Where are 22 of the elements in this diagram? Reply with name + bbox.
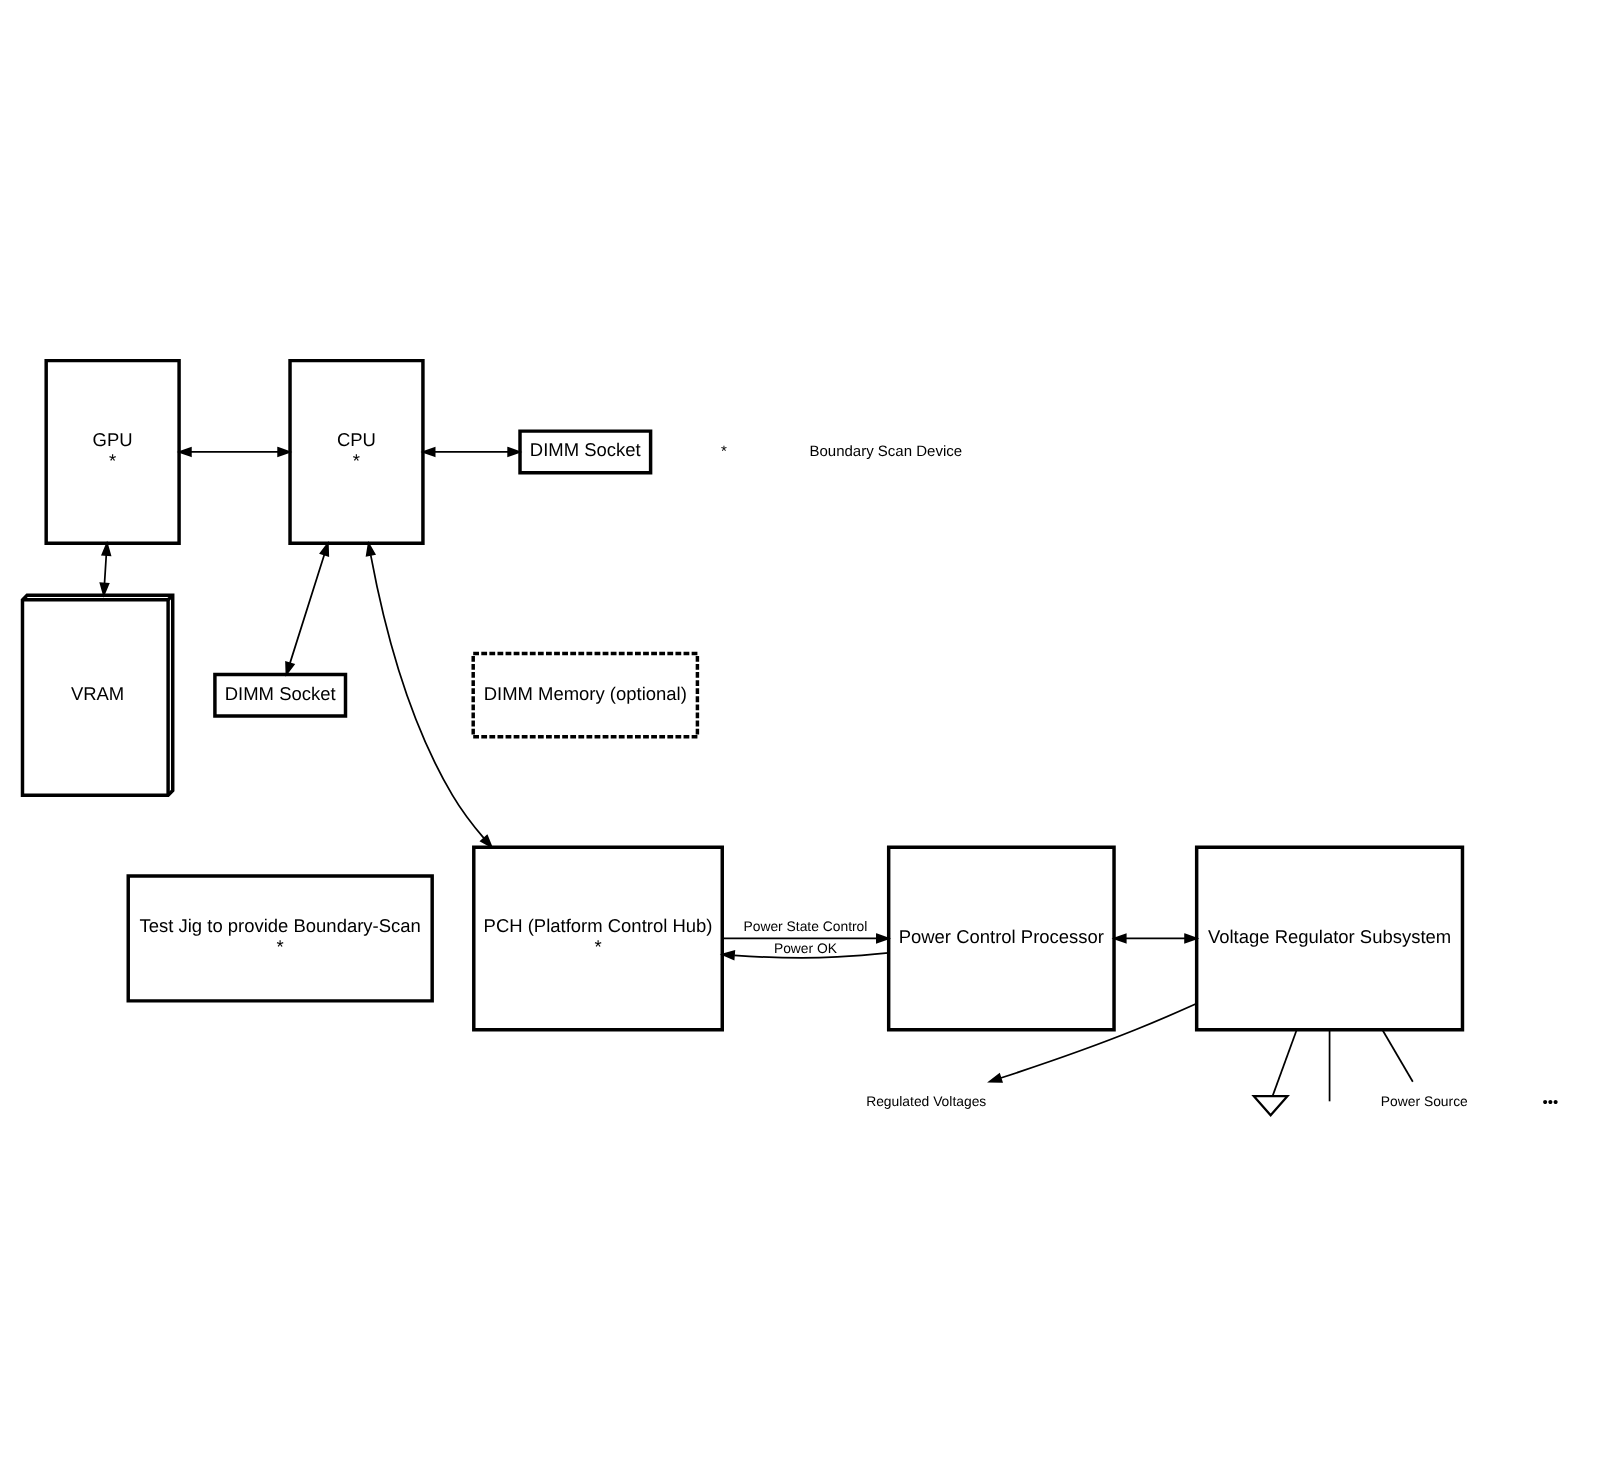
node-box: DIMM Socket bbox=[518, 429, 653, 475]
node-box: DIMM Memory (optional) bbox=[471, 651, 700, 739]
node-box: DIMM Socket bbox=[213, 672, 348, 718]
node-triangle bbox=[1251, 1095, 1290, 1118]
arrow bbox=[99, 540, 112, 598]
arrow bbox=[1111, 933, 1200, 944]
connector bbox=[1328, 1029, 1331, 1103]
arrow bbox=[719, 950, 890, 961]
arrow bbox=[365, 540, 494, 849]
connector bbox=[1381, 1029, 1414, 1083]
arrow bbox=[721, 933, 892, 944]
connector bbox=[1271, 1029, 1298, 1098]
node-box: Power Control Processor bbox=[886, 845, 1116, 1032]
arrow bbox=[420, 446, 523, 458]
node-box: Test Jig to provide Boundary-Scan * bbox=[126, 874, 434, 1003]
arrow bbox=[285, 541, 330, 677]
node-box: PCH (Platform Control Hub) * bbox=[472, 845, 724, 1032]
node-box: CPU * bbox=[288, 358, 425, 545]
node-box: Voltage Regulator Subsystem bbox=[1194, 845, 1465, 1032]
node-box: GPU * bbox=[44, 358, 181, 545]
arrow bbox=[176, 446, 293, 458]
arrow bbox=[987, 1002, 1198, 1083]
